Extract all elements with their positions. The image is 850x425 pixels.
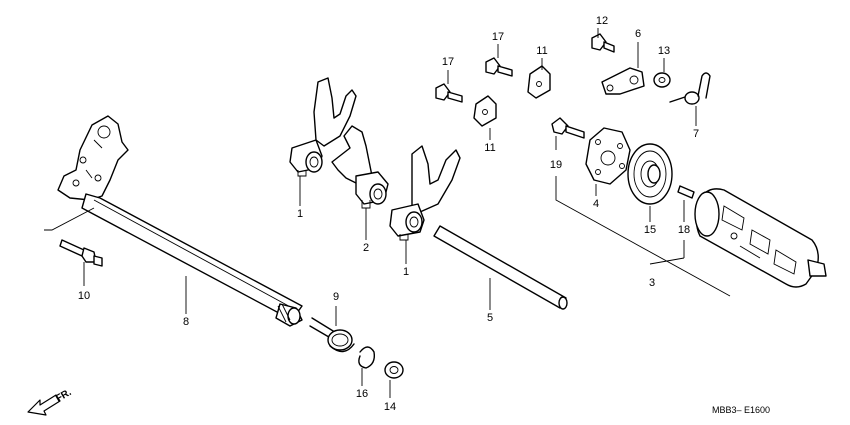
callout-4: 4 bbox=[593, 198, 599, 210]
front-direction-marker: FR. bbox=[27, 387, 74, 416]
shift-fork-upper bbox=[289, 77, 357, 177]
callout-11-upper: 11 bbox=[536, 45, 547, 57]
callout-11-lower: 11 bbox=[484, 142, 495, 154]
callout-5: 5 bbox=[487, 312, 493, 324]
callout-17-right: 17 bbox=[492, 31, 504, 43]
bolt-17-right bbox=[485, 57, 513, 77]
callout-labels: 1 2 1 3 4 5 6 7 8 9 10 11 11 12 13 14 15… bbox=[78, 15, 699, 413]
collar bbox=[653, 72, 671, 88]
circlip bbox=[358, 346, 376, 369]
bolt-19 bbox=[551, 117, 585, 139]
stopper-pin bbox=[59, 239, 103, 267]
fork-shaft bbox=[433, 225, 568, 310]
callout-6: 6 bbox=[635, 28, 641, 40]
bolt-17-left bbox=[435, 83, 463, 103]
shift-fork-lower bbox=[389, 145, 461, 241]
callout-17-left: 17 bbox=[442, 56, 454, 68]
callout-15: 15 bbox=[644, 224, 656, 236]
callout-1-lower: 1 bbox=[403, 266, 409, 278]
callout-8: 8 bbox=[183, 316, 189, 328]
callout-19: 19 bbox=[550, 159, 562, 171]
front-label: FR. bbox=[54, 387, 74, 405]
stopper-spring bbox=[669, 72, 711, 105]
front-arrow-icon bbox=[27, 394, 61, 416]
callout-16: 16 bbox=[356, 388, 368, 400]
plate-11-upper bbox=[527, 65, 551, 99]
callout-1-upper: 1 bbox=[297, 208, 303, 220]
callout-3: 3 bbox=[649, 277, 655, 289]
shift-fork-middle bbox=[331, 125, 389, 209]
bolt-12 bbox=[591, 33, 615, 53]
shift-drum bbox=[694, 188, 827, 288]
plate-11-lower bbox=[473, 95, 497, 127]
callout-9: 9 bbox=[333, 291, 339, 303]
return-spring bbox=[309, 317, 355, 353]
callout-7: 7 bbox=[693, 128, 699, 140]
leader-lines bbox=[44, 28, 731, 398]
callout-13: 13 bbox=[658, 45, 670, 57]
callout-2: 2 bbox=[363, 242, 369, 254]
gearshift-spindle bbox=[57, 115, 303, 327]
callout-14: 14 bbox=[384, 401, 396, 413]
stopper-arm bbox=[601, 67, 645, 95]
washer bbox=[384, 361, 404, 379]
dowel-pin bbox=[677, 185, 695, 199]
callout-10: 10 bbox=[78, 290, 90, 302]
drum-center-plate bbox=[585, 127, 631, 185]
callout-12: 12 bbox=[596, 15, 608, 27]
diagram-code: MBB3– E1600 bbox=[712, 405, 770, 415]
callout-18: 18 bbox=[678, 224, 690, 236]
bearing bbox=[627, 143, 673, 205]
